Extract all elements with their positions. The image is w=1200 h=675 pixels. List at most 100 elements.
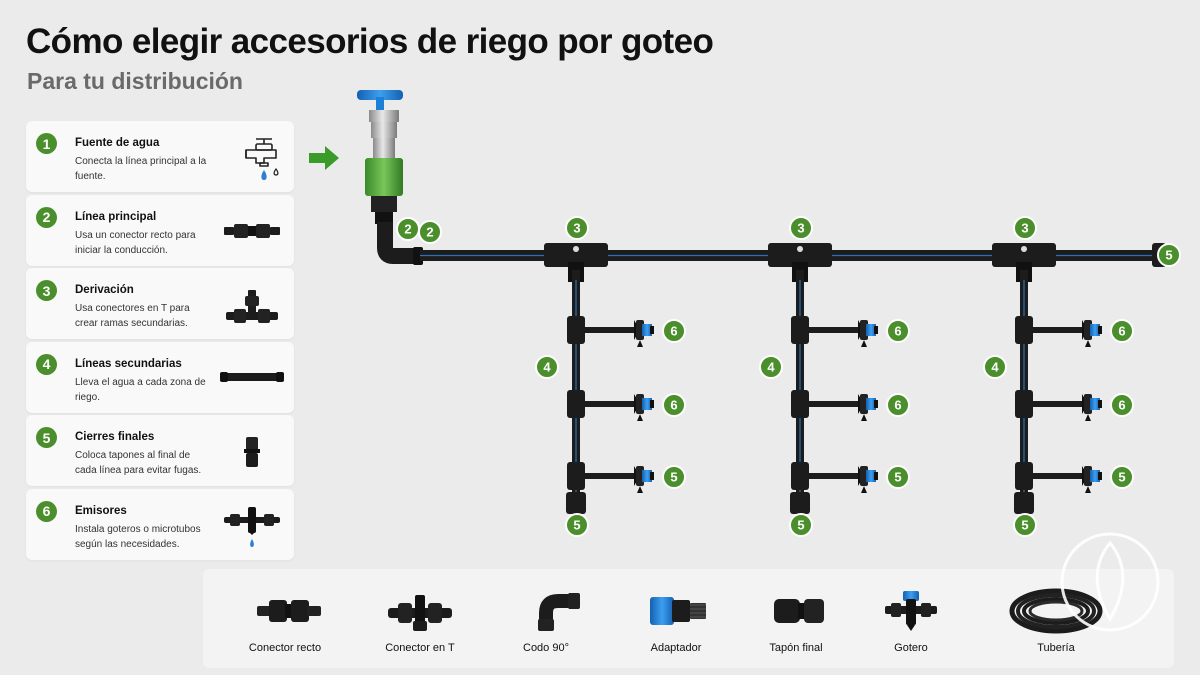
svg-text:2: 2 <box>426 225 433 240</box>
step-description: Conecta la línea principal a la fuente. <box>75 156 207 182</box>
svg-text:6: 6 <box>894 324 901 339</box>
faucet <box>357 90 403 224</box>
straight-connector-icon <box>224 223 280 238</box>
accessory-label: Codo 90° <box>523 642 569 654</box>
end-cap <box>1014 492 1034 514</box>
step-title: Línea principal <box>75 210 157 223</box>
svg-text:6: 6 <box>894 398 901 413</box>
accessory-label: Tapón final <box>769 642 823 654</box>
emitter-badge: 6 <box>1110 319 1134 343</box>
emitter-badge: 5 <box>1110 465 1134 489</box>
secondary-line <box>796 270 804 498</box>
step-card-branching: 3 Derivación Usa conectores en T para cr… <box>26 268 294 339</box>
branch-line <box>768 243 878 514</box>
svg-text:4: 4 <box>991 360 999 375</box>
svg-text:5: 5 <box>573 518 580 533</box>
secondary-line-badge: 4 <box>759 355 783 379</box>
emitter-branch <box>567 390 654 421</box>
step-description: Usa conectores en T para crear ramas sec… <box>75 303 190 329</box>
svg-text:6: 6 <box>1118 398 1125 413</box>
svg-text:5: 5 <box>1021 518 1028 533</box>
accessory-dripper: Gotero <box>846 569 976 668</box>
step-title: Emisores <box>75 504 127 517</box>
emitter-branch <box>791 462 878 493</box>
accessory-straight-connector: Conector recto <box>220 569 350 668</box>
accessory-tee-connector: Conector en T <box>355 569 485 668</box>
svg-text:5: 5 <box>1165 248 1172 263</box>
step-description: Usa un conector recto para iniciar la co… <box>75 229 196 256</box>
end-cap <box>790 492 810 514</box>
secondary-line <box>572 270 580 498</box>
svg-text:3: 3 <box>797 221 804 236</box>
tubing-coil-icon <box>1009 588 1103 634</box>
emitter-badge: 6 <box>662 319 686 343</box>
leaf-logo-icon <box>1060 532 1160 632</box>
emitter-branch <box>567 316 654 347</box>
accessories-panel: Conector recto Conector en T Codo 90° Ad… <box>203 569 1174 668</box>
branch-line <box>544 243 654 514</box>
page-title: Cómo elegir accesorios de riego por gote… <box>26 22 714 61</box>
step-title: Derivación <box>75 284 134 296</box>
emitter-branch <box>791 390 878 421</box>
svg-text:6: 6 <box>670 398 677 413</box>
accessory-label: Gotero <box>894 642 928 654</box>
secondary-line-icon <box>220 371 284 382</box>
svg-text:5: 5 <box>894 470 901 485</box>
accessory-label: Conector recto <box>248 642 322 654</box>
tee-badge: 3 <box>1013 216 1037 240</box>
step-card-end-caps: 5 Cierres finales Coloca tapones al fina… <box>26 415 294 486</box>
steps-list: 1 Fuente de agua Conecta la línea princi… <box>26 121 294 562</box>
accessory-elbow: Codo 90° <box>481 569 611 668</box>
svg-text:5: 5 <box>670 470 677 485</box>
tee-fitting <box>768 243 832 267</box>
emitter-badge: 5 <box>886 465 910 489</box>
svg-text:3: 3 <box>573 221 580 236</box>
svg-text:2: 2 <box>404 222 411 237</box>
tee-badge: 3 <box>565 216 589 240</box>
end-cap <box>566 492 586 514</box>
end-cap-badge: 5 <box>1013 513 1037 537</box>
svg-text:6: 6 <box>670 324 677 339</box>
tee-badge: 3 <box>789 216 813 240</box>
emitter-branch <box>567 462 654 493</box>
page-subtitle: Para tu distribución <box>27 68 243 94</box>
emitter-badge: 6 <box>662 393 686 417</box>
step-card-secondary-lines: 4 Líneas secundarias Lleva el agua a cad… <box>26 341 294 413</box>
step-card-main-line: 2 Línea principal Usa un conector recto … <box>26 194 294 266</box>
emitter-badge: 6 <box>886 393 910 417</box>
step-number-badge: 6 <box>36 500 57 522</box>
faucet-icon <box>245 138 279 180</box>
accessory-end-cap: Tapón final <box>731 569 861 668</box>
main-line-badge: 2 <box>418 220 442 244</box>
straight-connector-icon <box>257 600 321 622</box>
accessory-label: Conector en T <box>385 642 455 654</box>
main-line-end-cap-badge: 5 <box>1157 243 1181 267</box>
emitter-branch <box>1015 316 1102 347</box>
svg-text:6: 6 <box>1118 324 1125 339</box>
tee-connector-icon <box>226 290 278 323</box>
secondary-line-badge: 4 <box>983 355 1007 379</box>
step-number-badge: 1 <box>36 133 57 154</box>
svg-text:4: 4 <box>543 360 551 375</box>
dripper-icon <box>885 591 937 631</box>
step-card-water-source: 1 Fuente de agua Conecta la línea princi… <box>26 121 294 192</box>
svg-text:4: 4 <box>767 360 775 375</box>
step-title: Fuente de agua <box>75 137 160 149</box>
emitter-badge: 5 <box>662 465 686 489</box>
svg-text:5: 5 <box>1118 470 1125 485</box>
accessory-tubing: Tubería <box>991 569 1121 668</box>
step-title: Líneas secundarias <box>75 357 182 370</box>
emitter-badge: 6 <box>886 319 910 343</box>
flow-arrow-icon <box>309 146 339 170</box>
end-cap-icon <box>774 599 824 623</box>
step-number-badge: 3 <box>36 280 57 301</box>
step-card-emitters: 6 Emisores Instala goteros o microtubos … <box>26 488 294 560</box>
tee-fitting <box>544 243 608 267</box>
end-cap-badge: 5 <box>565 513 589 537</box>
tee-fitting <box>992 243 1056 267</box>
adapter-icon <box>650 597 706 625</box>
branch-line <box>992 243 1102 514</box>
elbow-icon <box>538 593 580 631</box>
emitter-icon <box>224 506 280 547</box>
step-description: Instala goteros o microtubos según las n… <box>75 523 201 550</box>
